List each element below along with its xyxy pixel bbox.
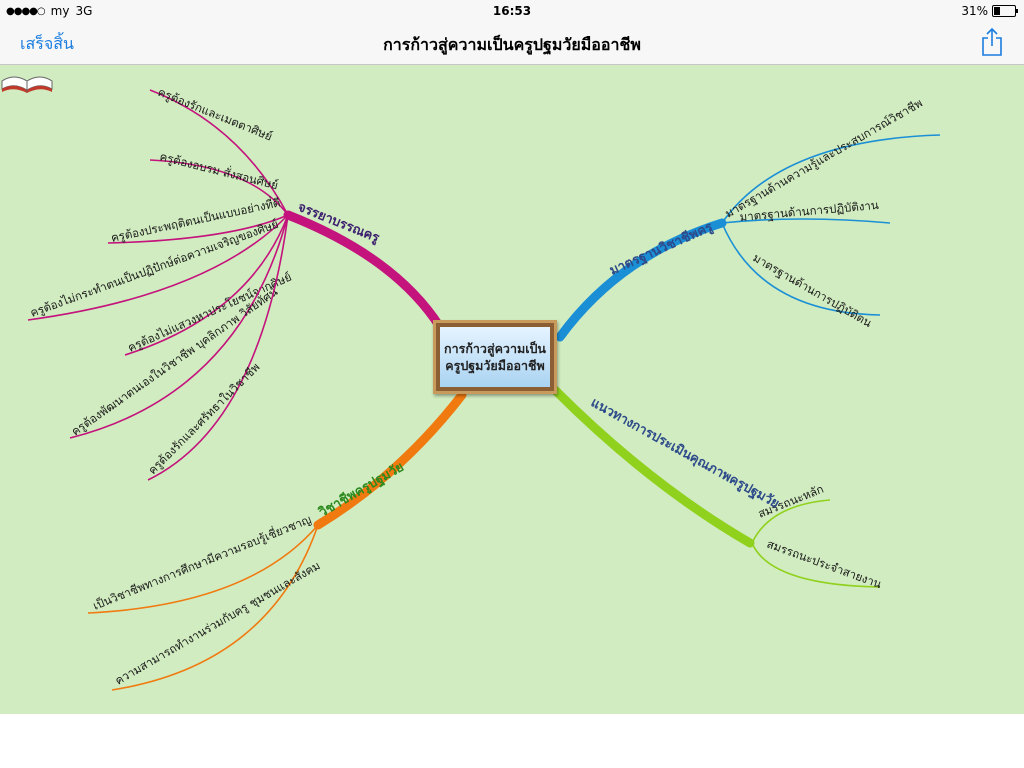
connector-profession-1 [111, 524, 319, 691]
bottom-area [0, 714, 1024, 768]
branch-label-assessment[interactable]: แนวทางการประเมินคุณภาพครูปฐมวัย [588, 395, 782, 512]
battery-icon [992, 5, 1018, 17]
central-topic[interactable]: การก้าวสู่ความเป็น ครูปฐมวัยมืออาชีพ [433, 320, 557, 394]
connector-standards-1 [721, 218, 891, 224]
status-time: 16:53 [492, 4, 532, 18]
page-title: การก้าวสู่ความเป็นครูปฐมวัยมืออาชีพ [383, 35, 641, 54]
connector-standards-0 [721, 134, 941, 224]
mind-map-canvas: ครูต้องรักและเมตตาศิษย์ครูต้องอบรม สั่งส… [0, 65, 1024, 714]
node-ethics-1[interactable]: ครูต้องอบรม สั่งสอนศิษย์ [158, 148, 280, 192]
branch-label-profession[interactable]: วิชาชีพครูปฐมวัย [315, 459, 407, 522]
node-standards-2[interactable]: มาตรฐานด้านการปฏิบัติตน [751, 250, 875, 330]
connector-ethics-2 [107, 214, 289, 244]
branch-assessment: สมรรถนะหลักสมรรถนะประจำสายงานแนวทางการปร… [550, 385, 884, 591]
trunk-profession [313, 390, 467, 530]
signal-strength-icon: ●●●●○ [6, 5, 46, 17]
branch-profession: เป็นวิชาชีพทางการศึกษามีความรอบรู้เชี่ยว… [87, 390, 467, 691]
connector-ethics-0 [149, 89, 289, 216]
connector-assessment-0 [751, 499, 831, 544]
open-book-icon [1, 76, 53, 93]
branch-label-standards[interactable]: มาตรฐานวิชาชีพครู [607, 219, 715, 280]
trunk-standards [555, 218, 727, 342]
network-type: 3G [75, 4, 93, 18]
trunk-ethics [283, 210, 445, 332]
connector-ethics-1 [149, 159, 289, 216]
connector-ethics-3 [27, 214, 289, 321]
central-topic-line-1: การก้าวสู่ความเป็น [444, 341, 546, 356]
battery-percent: 31% [961, 4, 988, 18]
connector-ethics-6 [147, 214, 289, 481]
connector-ethics-5 [69, 214, 289, 439]
done-button[interactable]: เสร็จสิ้น [20, 32, 74, 57]
carrier-name: my [50, 4, 70, 18]
status-bar: ●●●●○ my 3G 16:53 31% [0, 0, 1024, 22]
branch-standards: มาตรฐานด้านความรู้และประสบการณ์วิชาชีพมา… [555, 96, 941, 342]
navigation-bar: เสร็จสิ้น การก้าวสู่ความเป็นครูปฐมวัยมือ… [0, 22, 1024, 65]
branch-ethics: ครูต้องรักและเมตตาศิษย์ครูต้องอบรม สั่งส… [27, 85, 445, 481]
connector-profession-0 [87, 524, 319, 614]
share-icon[interactable] [980, 27, 1004, 57]
trunk-assessment [550, 385, 755, 548]
node-ethics-0[interactable]: ครูต้องรักและเมตตาศิษย์ [156, 85, 275, 144]
central-topic-line-2: ครูปฐมวัยมืออาชีพ [445, 358, 545, 373]
connector-assessment-1 [751, 542, 881, 588]
mind-map: ครูต้องรักและเมตตาศิษย์ครูต้องอบรม สั่งส… [27, 85, 941, 691]
connector-standards-2 [721, 222, 881, 316]
connector-ethics-4 [124, 214, 289, 356]
